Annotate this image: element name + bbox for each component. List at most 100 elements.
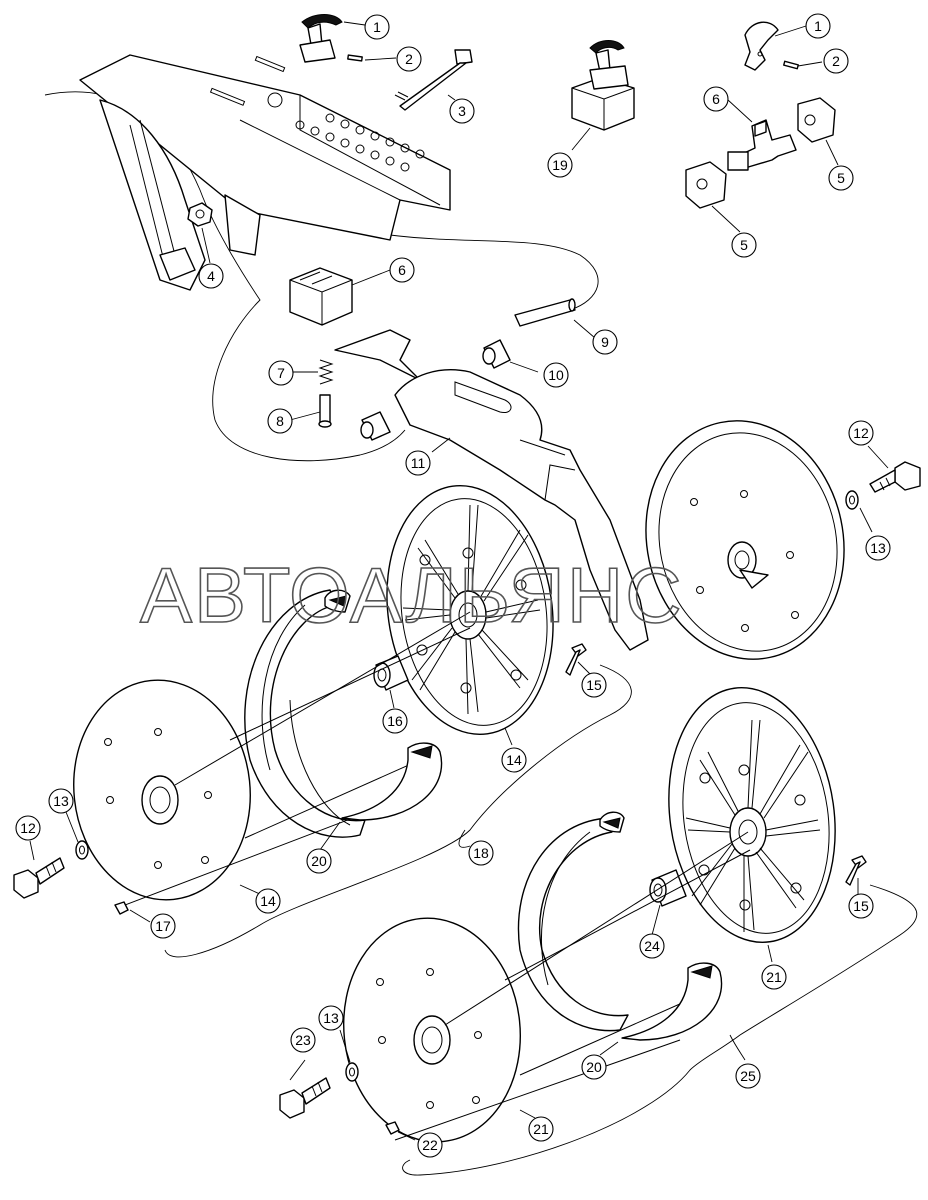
wheel-disk-upper-right: [645, 420, 845, 660]
callout-23: 23: [290, 1027, 316, 1053]
part-5-nut-right: [797, 97, 836, 143]
callout-6-right: 6: [703, 86, 729, 112]
callout-25: 25: [735, 1063, 761, 1089]
callout-label: 3: [458, 103, 466, 119]
part-8-pin: [318, 394, 332, 428]
callout-label: 25: [740, 1068, 756, 1084]
part-6-tee-fitting: [727, 119, 797, 171]
callout-13-lower: 13: [48, 788, 74, 814]
part-19-handle-assembly: [571, 40, 635, 131]
callout-14-disk: 14: [255, 888, 281, 914]
callout-label: 20: [311, 853, 327, 869]
callout-label: 14: [260, 893, 276, 909]
callout-2-top: 2: [396, 46, 422, 72]
part-21-wheel-disk-rear: [343, 917, 521, 1143]
part-12-bolt-lower: [13, 857, 65, 899]
callout-label: 1: [814, 18, 822, 34]
callout-label: 2: [832, 53, 840, 69]
callout-label: 15: [586, 677, 602, 693]
callout-label: 12: [853, 425, 869, 441]
callout-12-upper: 12: [848, 420, 874, 446]
part-23-bolt: [279, 1077, 331, 1119]
part-21-wheel-rim-spoked: [668, 687, 836, 943]
part-14-wheel-disk-front: [73, 679, 251, 901]
callout-20-front: 20: [306, 848, 332, 874]
frame-hole-row: [295, 113, 425, 172]
assembly-outline-front-wheel: [164, 664, 632, 958]
callout-label: 15: [853, 898, 869, 914]
part-6-block: [289, 267, 353, 326]
callout-label: 1: [373, 19, 381, 35]
part-10-bushing: [482, 339, 511, 369]
callout-1-top: 1: [364, 14, 390, 40]
part-20-tire-segment-rear: [621, 962, 723, 1041]
callout-label: 6: [398, 262, 406, 278]
callout-label: 5: [740, 237, 748, 253]
part-22-nut-small: [385, 1121, 400, 1135]
callout-label: 23: [295, 1032, 311, 1048]
callout-24: 24: [639, 933, 665, 959]
part-1-lever-handle: [299, 14, 343, 63]
part-11-swing-arm: [334, 329, 649, 651]
callout-label: 16: [387, 713, 403, 729]
part-3-bolt: [394, 49, 473, 111]
callout-12-lower: 12: [15, 815, 41, 841]
callout-16: 16: [382, 708, 408, 734]
callout-label: 24: [644, 938, 660, 954]
callout-label: 14: [506, 752, 522, 768]
callout-label: 4: [207, 268, 215, 284]
tire-front-back: [244, 589, 366, 838]
part-12-bolt-upper: [869, 461, 921, 493]
part-2-pin: [347, 54, 363, 62]
callout-label: 8: [276, 413, 284, 429]
callout-19: 19: [547, 152, 573, 178]
part-5-nut-left: [685, 161, 727, 209]
callout-label: 13: [870, 540, 886, 556]
part-13-washer-rear: [345, 1062, 359, 1082]
callout-21-rim: 21: [761, 964, 787, 990]
assembly-outline-rear-wheel: [402, 884, 918, 1176]
callout-2-right: 2: [823, 48, 849, 74]
part-15-screw-upper: [565, 643, 587, 676]
callout-label: 12: [20, 820, 36, 836]
part-13-washer-upper: [845, 490, 859, 510]
callout-17: 17: [150, 913, 176, 939]
part-9-rod: [514, 298, 576, 327]
tire-rear-back: [517, 811, 629, 1032]
callout-4: 4: [198, 263, 224, 289]
rear-axle-lines: [394, 831, 751, 1141]
callout-label: 22: [422, 1137, 438, 1153]
callout-10: 10: [543, 362, 569, 388]
callout-label: 20: [586, 1059, 602, 1075]
part-13-washer-lower: [75, 840, 89, 860]
callout-18: 18: [468, 840, 494, 866]
callout-label: 13: [53, 793, 69, 809]
part-1-lever-detail: [744, 21, 779, 71]
callout-20-rear: 20: [581, 1054, 607, 1080]
part-7-spring: [318, 359, 334, 385]
callout-label: 7: [277, 365, 285, 381]
part-17-nut-small: [114, 901, 129, 915]
callout-8: 8: [267, 408, 293, 434]
callout-9: 9: [592, 329, 618, 355]
callout-label: 21: [766, 969, 782, 985]
part-16-hub-bearing: [373, 655, 409, 691]
part-2-pin-detail: [783, 60, 799, 70]
callout-label: 17: [155, 918, 171, 934]
callout-21-disk: 21: [528, 1116, 554, 1142]
callout-5-right: 5: [828, 165, 854, 191]
part-4-nut: [187, 202, 213, 227]
part-14-wheel-rim-spoked: [386, 484, 554, 736]
callout-14-rim: 14: [501, 747, 527, 773]
callout-label: 19: [552, 157, 568, 173]
callout-label: 18: [473, 845, 489, 861]
callout-label: 10: [548, 367, 564, 383]
callout-label: 21: [533, 1121, 549, 1137]
part-20-tire-segment-front: [341, 742, 443, 821]
callout-label: 2: [405, 51, 413, 67]
callout-13-upper: 13: [865, 535, 891, 561]
watermark-text: АВТОАЛЬЯНС: [140, 551, 684, 639]
callout-11: 11: [405, 450, 431, 476]
callout-label: 13: [323, 1010, 339, 1026]
